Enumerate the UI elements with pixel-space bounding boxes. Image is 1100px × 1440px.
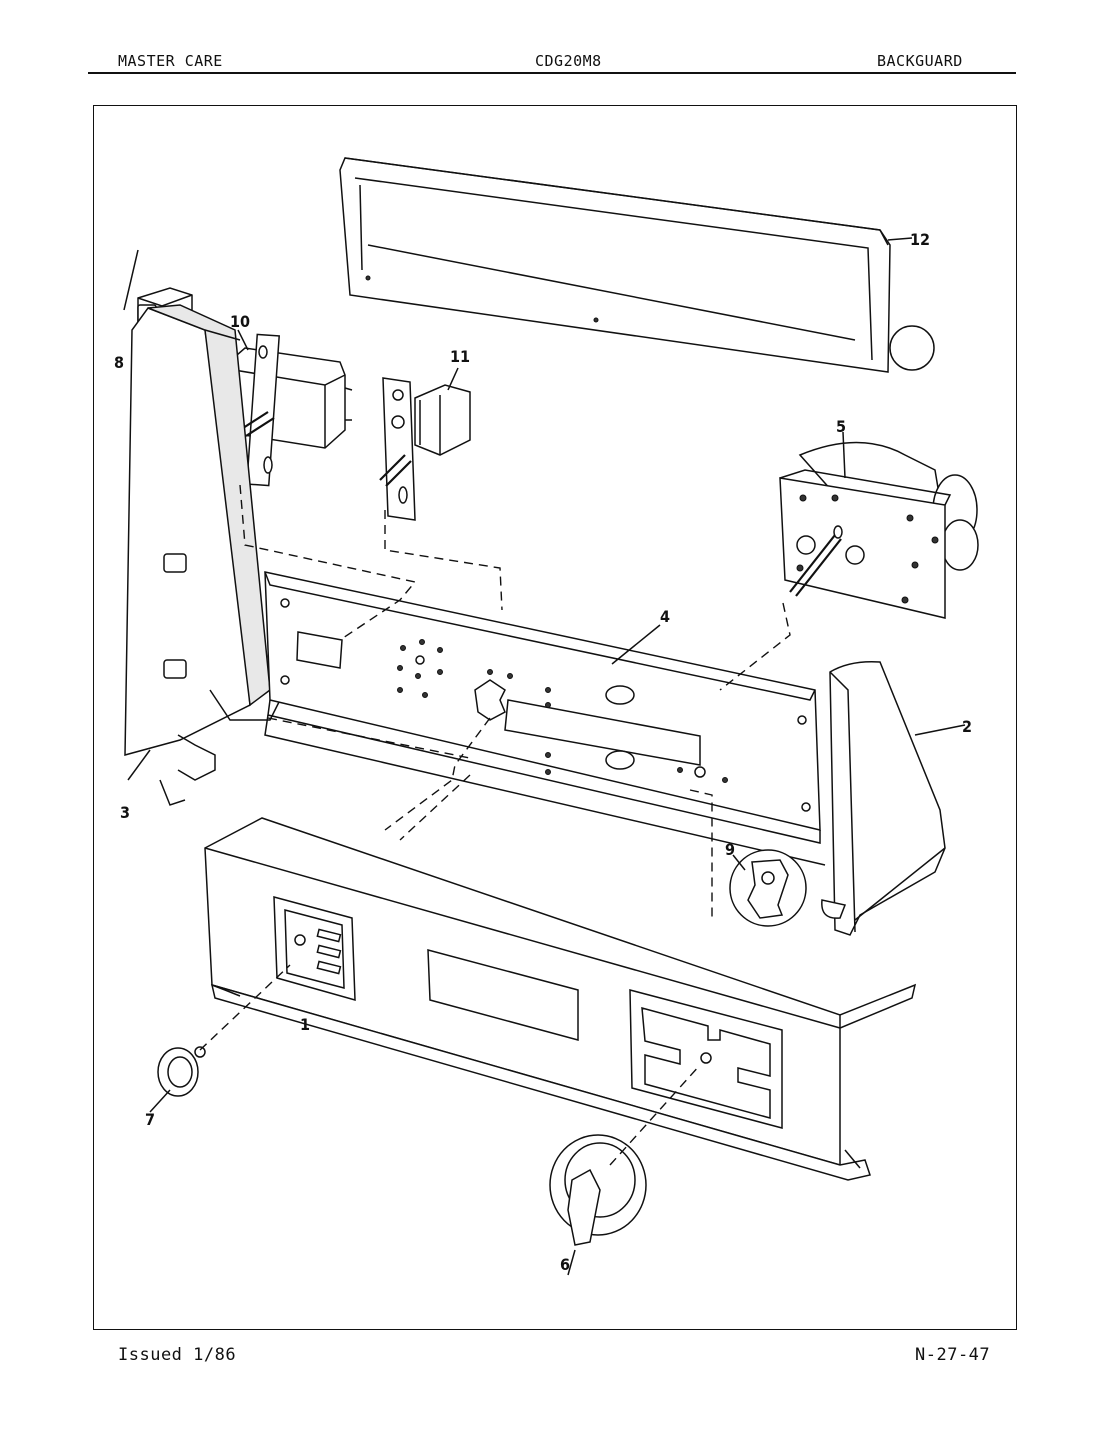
assembly-leader-lines	[199, 484, 791, 1166]
callout-1: 1	[300, 1015, 310, 1034]
header-section-title: BACKGUARD	[877, 52, 963, 70]
header-rule	[88, 72, 1016, 74]
part-11-bracket-switch	[379, 367, 471, 521]
part-2-right-end-cap	[821, 660, 966, 936]
callout-6: 6	[560, 1255, 570, 1274]
part-9-clip-inset	[729, 849, 807, 927]
part-1-console-front	[204, 817, 917, 1181]
footer-page-code: N-27-47	[915, 1345, 991, 1365]
footer-issued-date: Issued 1/86	[118, 1345, 237, 1365]
callout-7: 7	[145, 1110, 155, 1129]
part-7-small-knob	[149, 1046, 206, 1113]
callout-10: 10	[230, 312, 250, 331]
callout-9: 9	[725, 840, 735, 859]
part-6-large-knob	[549, 1134, 647, 1276]
header-model-number: CDG20M8	[535, 52, 602, 70]
callout-2: 2	[962, 717, 972, 736]
callout-8: 8	[114, 353, 124, 372]
diagram-frame	[93, 105, 1017, 1330]
callout-12: 12	[910, 230, 930, 249]
part-3-left-end-cap	[124, 304, 281, 806]
part-4-control-panel	[264, 571, 826, 866]
header-left-title: MASTER CARE	[118, 52, 223, 70]
callout-11: 11	[450, 347, 470, 366]
callout-3: 3	[120, 803, 130, 822]
part-10-switch	[221, 329, 353, 487]
callout-4: 4	[660, 607, 670, 626]
part-12-trim-panel	[339, 157, 913, 373]
callout-5: 5	[836, 417, 846, 436]
part-5-timer	[779, 325, 979, 619]
